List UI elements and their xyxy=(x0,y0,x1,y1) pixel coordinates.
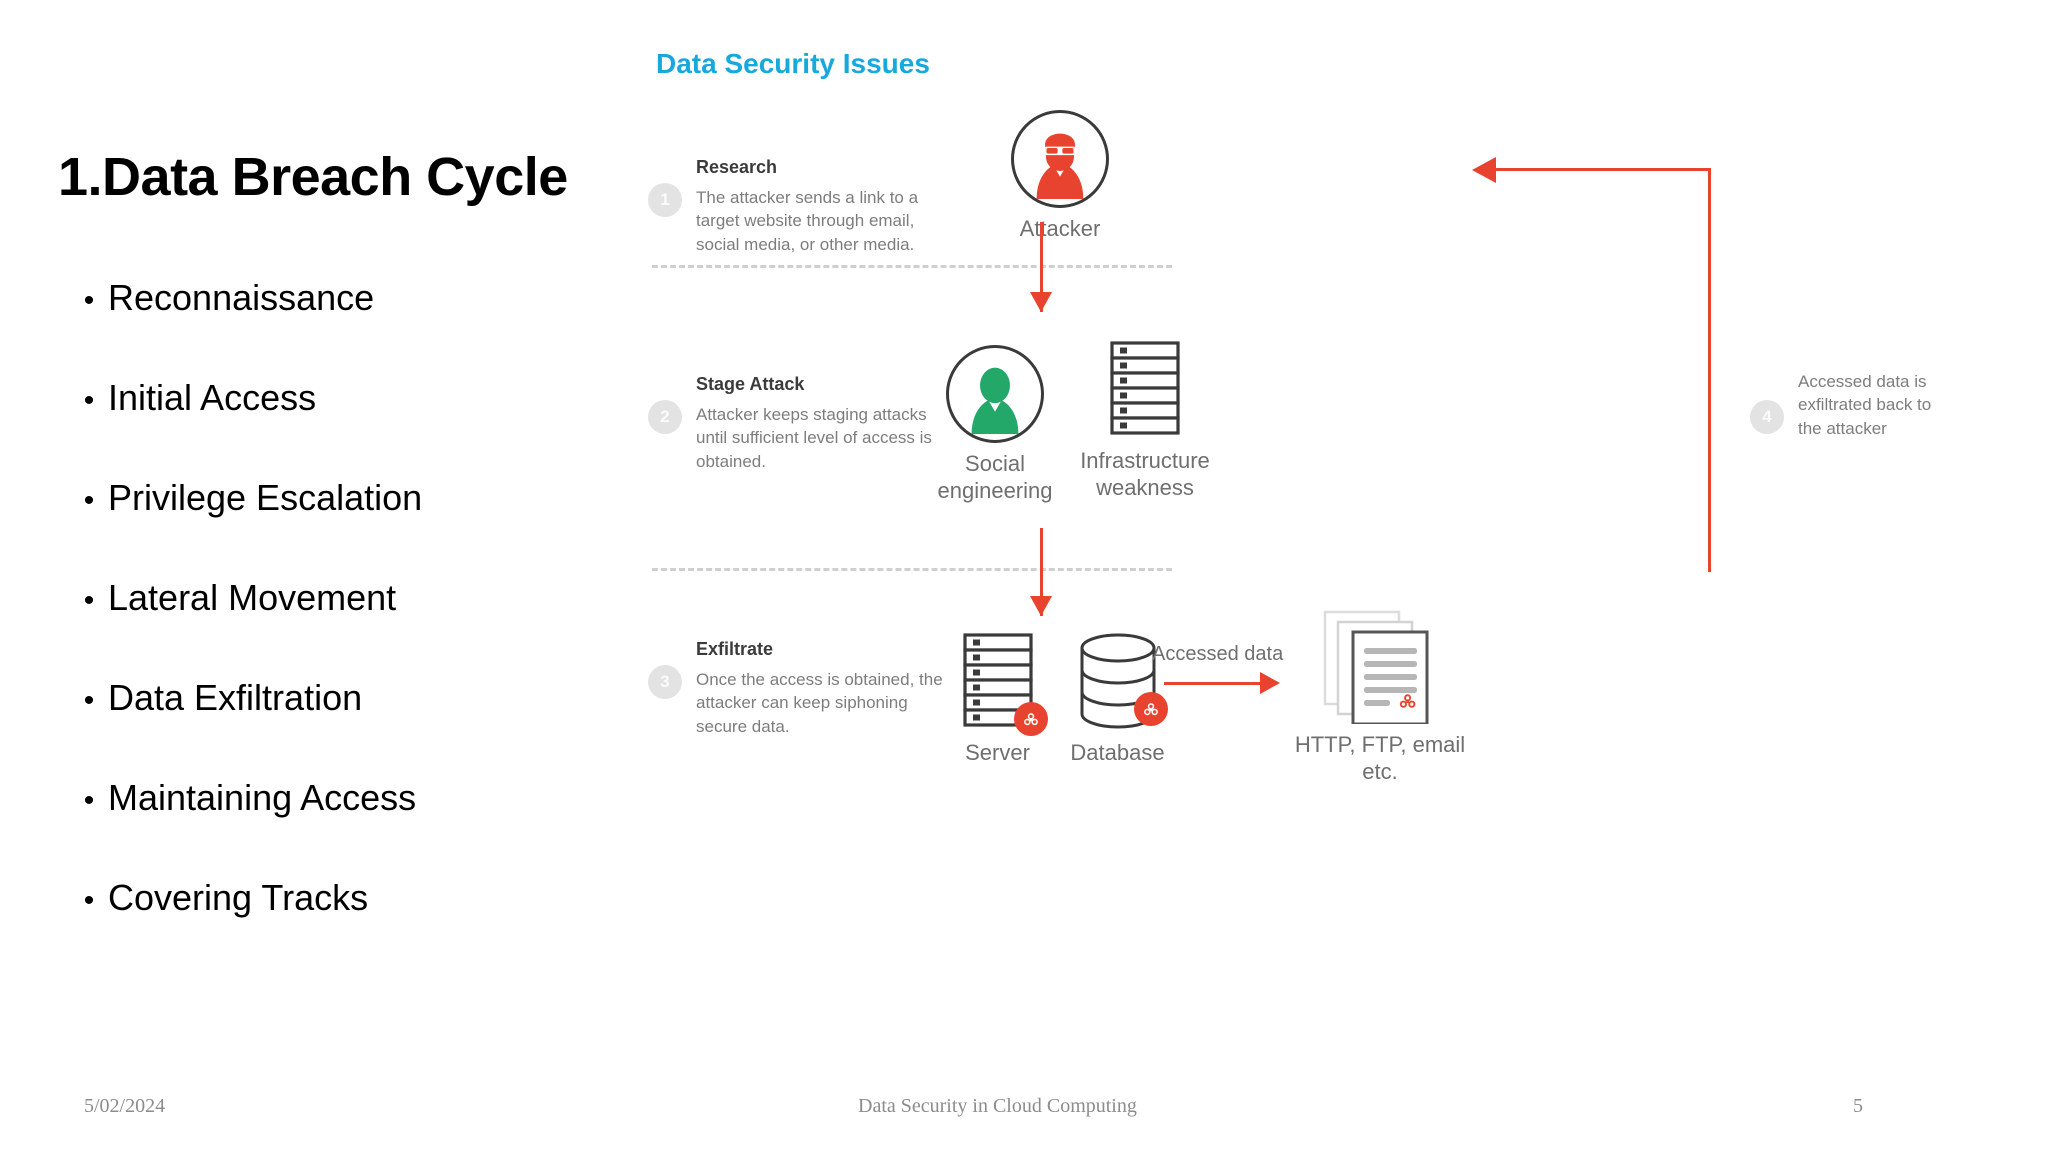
list-item-label: Maintaining Access xyxy=(108,777,417,818)
list-item: • Privilege Escalation xyxy=(70,480,670,580)
flow-arrow-head-icon xyxy=(1260,672,1280,694)
node-label: Social engineering xyxy=(937,451,1053,503)
node-label: Server xyxy=(965,740,1030,765)
step-number-badge: 4 xyxy=(1750,400,1784,434)
footer-title: Data Security in Cloud Computing xyxy=(858,1095,1137,1117)
list-item-label: Covering Tracks xyxy=(108,877,369,918)
bullet-marker-icon: • xyxy=(83,384,95,417)
node-label: Database xyxy=(1070,740,1165,765)
list-item: • Data Exfiltration xyxy=(70,680,670,780)
return-arrow-shaft-horizontal xyxy=(1494,168,1711,171)
bullet-list: • Reconnaissance • Initial Access • Priv… xyxy=(70,280,670,980)
flow-arrow-head-icon xyxy=(1030,596,1052,616)
flow-arrow-shaft xyxy=(1040,222,1043,312)
step-description: Accessed data is exfiltrated back to the… xyxy=(1798,372,1932,438)
step-number-badge: 1 xyxy=(648,183,682,217)
server-rack-icon xyxy=(962,632,1048,736)
documents-icon xyxy=(1321,608,1439,724)
bullet-marker-icon: • xyxy=(83,684,95,717)
footer-page-number: 5 xyxy=(1853,1095,1863,1117)
step-title: Research xyxy=(696,157,778,177)
node-social-engineering: Social engineering xyxy=(920,345,1070,505)
step-description: Attacker keeps staging attacks until suf… xyxy=(696,405,932,471)
slide-footer: 5/02/2024 Data Security in Cloud Computi… xyxy=(0,1095,2048,1135)
bullet-marker-icon: • xyxy=(83,884,95,917)
list-item: • Maintaining Access xyxy=(70,780,670,880)
list-item: • Reconnaissance xyxy=(70,280,670,380)
step-description: The attacker sends a link to a target we… xyxy=(696,188,919,254)
list-item: • Lateral Movement xyxy=(70,580,670,680)
return-arrow-head-icon xyxy=(1472,157,1496,183)
page-title: 1.Data Breach Cycle xyxy=(58,147,568,207)
node-destination: HTTP, FTP, email etc. xyxy=(1260,608,1500,786)
list-item-label: Data Exfiltration xyxy=(108,677,363,718)
server-rack-icon xyxy=(1109,340,1181,440)
flow-arrow-shaft xyxy=(1164,682,1264,685)
list-item-label: Lateral Movement xyxy=(108,577,397,618)
section-divider xyxy=(652,265,1172,268)
data-breach-cycle-diagram: Data Security Issues 1 Research The atta… xyxy=(640,0,2048,1080)
list-item-label: Privilege Escalation xyxy=(108,477,423,518)
step-title: Stage Attack xyxy=(696,374,805,394)
edge-label-accessed-data: Accessed data xyxy=(1152,643,1284,665)
attacker-icon xyxy=(1011,110,1109,208)
database-icon xyxy=(1074,632,1168,732)
biohazard-badge-icon xyxy=(1013,702,1048,736)
node-label: HTTP, FTP, email etc. xyxy=(1294,732,1466,784)
list-item: • Initial Access xyxy=(70,380,670,480)
step-number-badge: 2 xyxy=(648,400,682,434)
diagram-title: Data Security Issues xyxy=(656,48,930,79)
list-item: • Covering Tracks xyxy=(70,880,670,980)
node-attacker: Attacker xyxy=(990,110,1130,243)
list-item-label: Initial Access xyxy=(108,377,317,418)
return-arrow-shaft-vertical xyxy=(1708,168,1711,572)
step-title: Exfiltrate xyxy=(696,639,774,659)
section-divider xyxy=(652,568,1172,571)
bullet-marker-icon: • xyxy=(83,284,95,317)
node-database: Database xyxy=(1045,632,1190,767)
bullet-marker-icon: • xyxy=(83,784,95,817)
list-item-label: Reconnaissance xyxy=(108,277,375,318)
node-label: Infrastructure weakness xyxy=(1080,448,1210,500)
biohazard-badge-icon xyxy=(1133,692,1168,726)
step-number-badge: 3 xyxy=(648,665,682,699)
node-infrastructure-weakness: Infrastructure weakness xyxy=(1055,340,1235,502)
node-label: Attacker xyxy=(1019,216,1101,241)
footer-date: 5/02/2024 xyxy=(84,1095,166,1117)
step-description: Once the access is obtained, the attacke… xyxy=(696,670,943,736)
bullet-marker-icon: • xyxy=(83,584,95,617)
bullet-marker-icon: • xyxy=(83,484,95,517)
node-server: Server xyxy=(935,632,1060,767)
person-icon xyxy=(946,345,1044,443)
flow-arrow-head-icon xyxy=(1030,292,1052,312)
flow-arrow-shaft xyxy=(1040,528,1043,616)
